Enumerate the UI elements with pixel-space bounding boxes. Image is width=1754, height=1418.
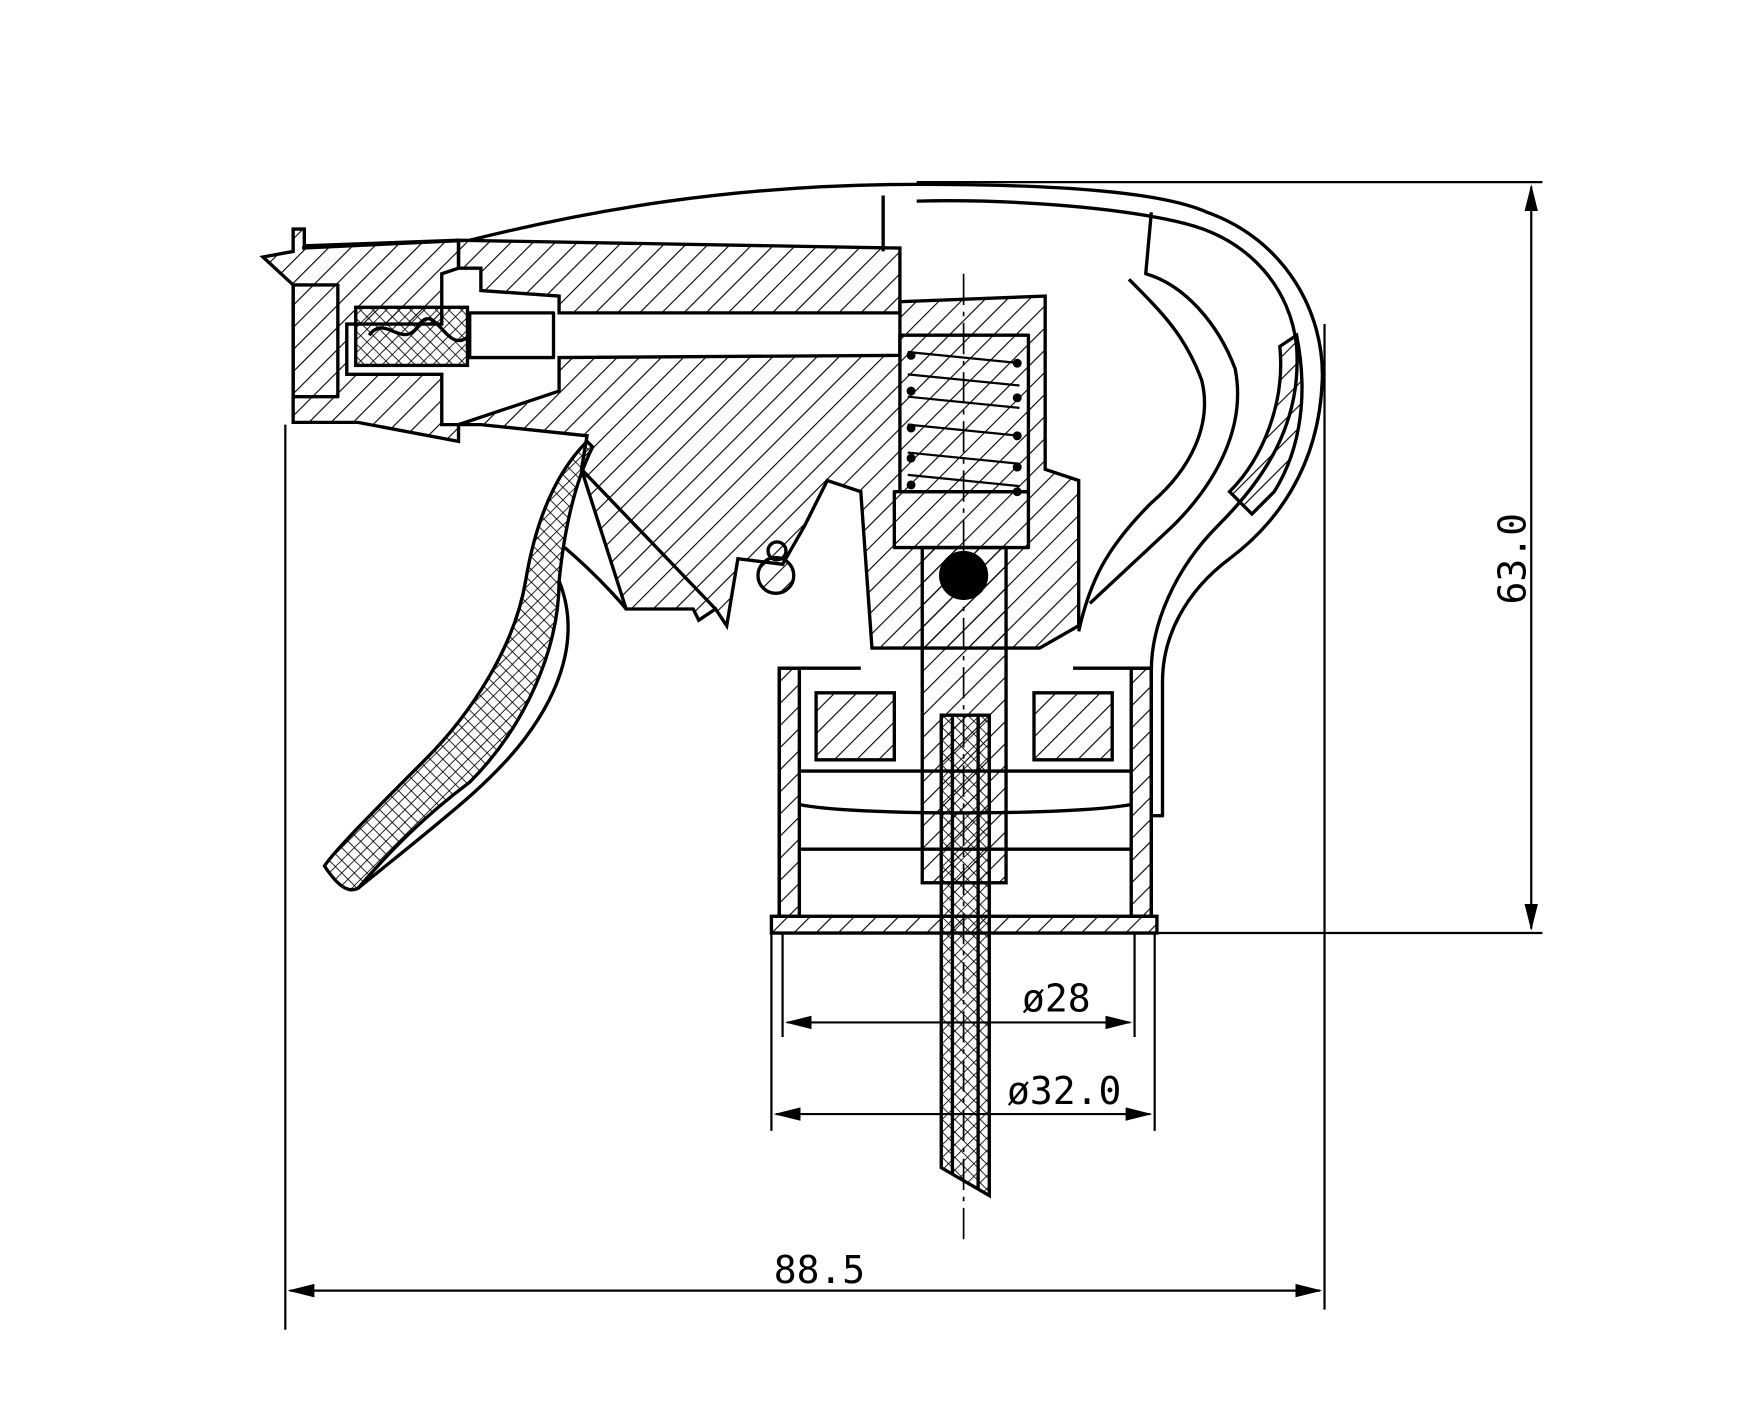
trigger	[322, 439, 717, 892]
width-dimension-label: 88.5	[774, 1248, 865, 1292]
dip-tube	[939, 713, 991, 1199]
height-dimension-label: 63.0	[1491, 513, 1535, 604]
dimension-inner-diameter: ø28	[781, 933, 1136, 1037]
shroud	[302, 182, 1324, 818]
dimension-outer-diameter: ø32.0	[770, 933, 1156, 1131]
inner-diameter-label: ø28	[1022, 976, 1091, 1020]
dimension-height: 63.0	[916, 181, 1543, 935]
outer-diameter-label: ø32.0	[1007, 1069, 1121, 1113]
dimension-width: 88.5	[284, 324, 1326, 1330]
